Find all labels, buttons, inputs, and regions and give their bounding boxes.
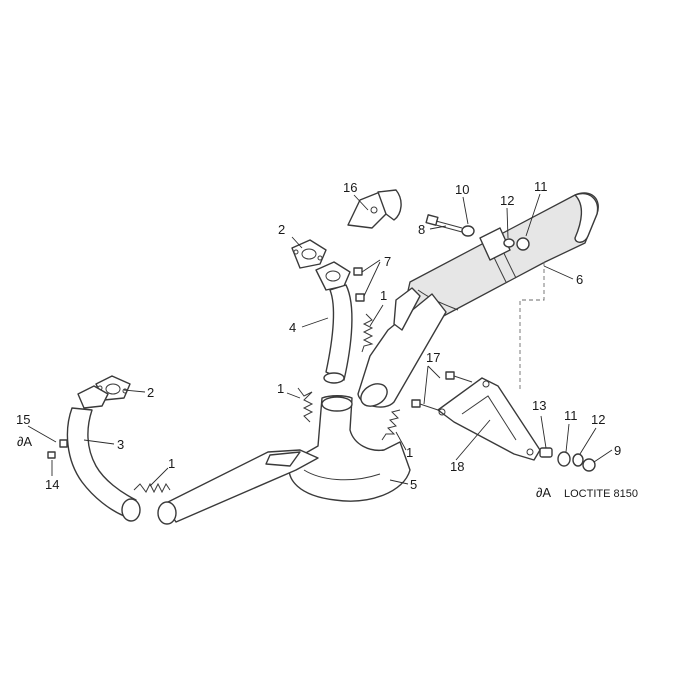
spring-1-mid bbox=[361, 313, 374, 353]
callout-13: 13 bbox=[532, 398, 546, 413]
callout-labels: 16 10 11 12 8 2 7 6 1 4 17 2 1 13 11 12 … bbox=[16, 179, 621, 492]
callout-2-lower: 2 bbox=[147, 385, 154, 400]
callout-17: 17 bbox=[426, 350, 440, 365]
pipe-4 bbox=[315, 261, 365, 384]
lower-fasteners bbox=[539, 447, 596, 472]
spring-1-left bbox=[297, 387, 314, 423]
callout-12-bottom: 12 bbox=[591, 412, 605, 427]
legend-text: LOCTITE 8150 bbox=[564, 488, 638, 500]
callout-18: 18 bbox=[450, 459, 464, 474]
callout-12-top: 12 bbox=[500, 193, 514, 208]
callout-6: 6 bbox=[576, 272, 583, 287]
gasket-2-upper bbox=[291, 239, 327, 269]
muffler bbox=[357, 192, 599, 408]
callout-15: 15 bbox=[16, 412, 30, 427]
spring-1-bottom bbox=[133, 482, 171, 494]
leader-lines bbox=[27, 193, 613, 487]
callout-11-bottom: 11 bbox=[564, 408, 578, 423]
callout-3: 3 bbox=[117, 437, 124, 452]
callout-9: 9 bbox=[614, 443, 621, 458]
callout-11-top: 11 bbox=[534, 179, 548, 194]
spring-1-right bbox=[381, 409, 401, 441]
callout-14: 14 bbox=[45, 477, 59, 492]
pipe-5 bbox=[157, 395, 411, 525]
bracket-16 bbox=[347, 189, 402, 229]
callout-2-upper: 2 bbox=[278, 222, 285, 237]
callout-1-right: 1 bbox=[406, 445, 413, 460]
callout-7: 7 bbox=[384, 254, 391, 269]
callout-1-left: 1 bbox=[277, 381, 284, 396]
upper-fasteners bbox=[425, 214, 530, 251]
callout-16: 16 bbox=[343, 180, 357, 195]
pipe-3 bbox=[47, 385, 141, 522]
bracket-18 bbox=[411, 371, 541, 461]
adhesive-marker-left: ∂A bbox=[17, 434, 32, 449]
callout-1-bottom: 1 bbox=[168, 456, 175, 471]
alignment-line bbox=[519, 262, 545, 392]
callout-4: 4 bbox=[289, 320, 296, 335]
legend-symbol: ∂A bbox=[536, 485, 551, 500]
callout-10: 10 bbox=[455, 182, 469, 197]
callout-1-mid: 1 bbox=[380, 288, 387, 303]
callout-8: 8 bbox=[418, 222, 425, 237]
callout-5: 5 bbox=[410, 477, 417, 492]
